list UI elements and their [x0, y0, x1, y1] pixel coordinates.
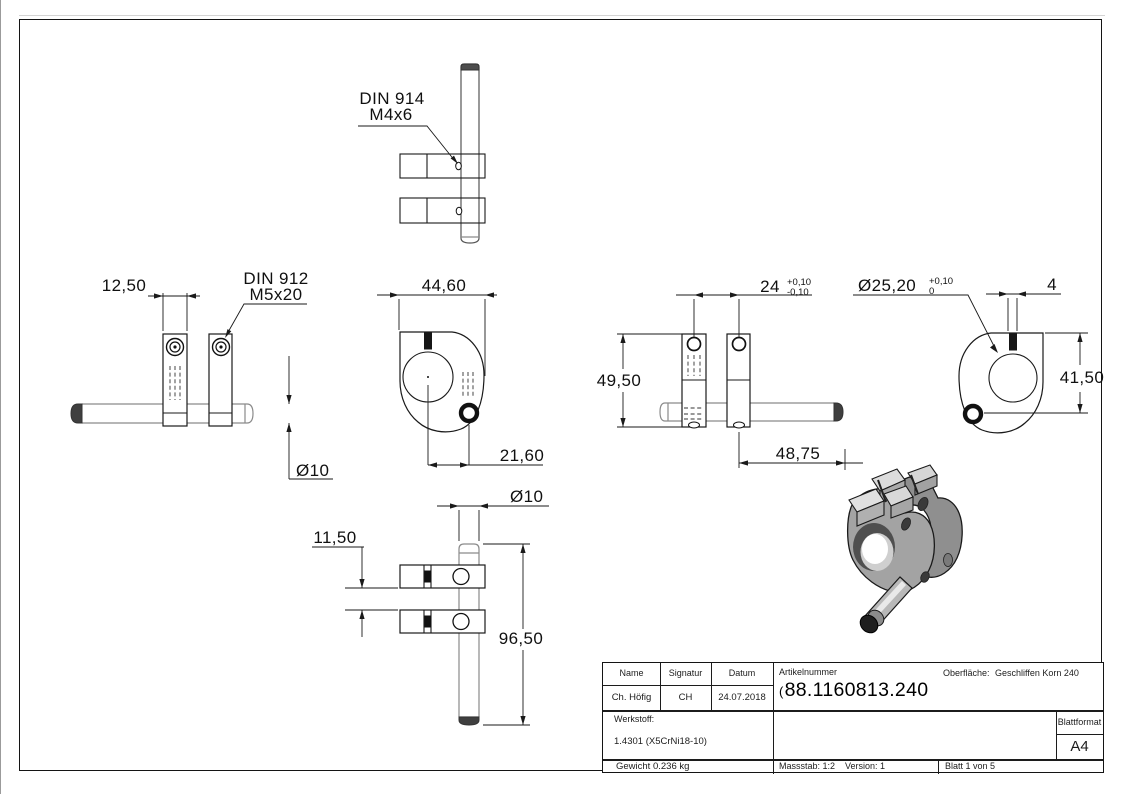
dim-block-spacing: 24 +0,10 -0,10 — [676, 277, 812, 337]
tb-signature-value: CH — [678, 692, 693, 703]
tb-material-value: 1.4301 (X5CrNi18-10) — [614, 736, 707, 747]
dim-bore-dia-text: Ø25,20 — [858, 276, 916, 295]
dim-block-gap-text: 11,50 — [313, 528, 356, 547]
dim-block-spacing-tol-plus: +0,10 — [787, 277, 811, 288]
title-block: Name Signatur Datum Ch. Höfig CH 24.07.2… — [602, 662, 1104, 774]
tb-line — [603, 710, 1103, 712]
tb-surface-value: Geschliffen Korn 240 — [995, 668, 1079, 678]
view-isometric-3d — [846, 464, 963, 634]
dim-profile-height-text: 41,50 — [1060, 368, 1105, 387]
tb-sheet: Blatt 1 von 5 — [945, 761, 996, 771]
dim-slot-width-text: 4 — [1047, 275, 1057, 294]
view-back: 24 +0,10 -0,10 49,50 48,75 — [597, 277, 863, 470]
dim-shaft-dia-bottom-text: Ø10 — [510, 487, 543, 506]
tb-format-value: A4 — [1070, 738, 1089, 755]
tb-article-mark: ( — [779, 684, 784, 699]
dim-shaft-length-text: 96,50 — [499, 629, 544, 648]
tb-signature-label: Signatur — [668, 668, 703, 678]
din912-text: DIN 912 — [243, 269, 308, 288]
label-din914: DIN 914 M4x6 — [358, 89, 458, 164]
dim-shaft-dia-left: Ø10 — [286, 356, 333, 480]
din914-text: DIN 914 — [359, 89, 424, 108]
page-edge — [0, 0, 1, 794]
drawing-frame — [19, 19, 1102, 771]
dim-shaft-dia-bottom: Ø10 — [437, 487, 549, 541]
tb-line — [660, 663, 661, 710]
dim-profile-width: 44,60 — [377, 276, 497, 376]
din912-size-text: M5x20 — [249, 285, 302, 304]
dim-block-width-text: 12,50 — [102, 276, 147, 295]
tb-line — [1056, 734, 1103, 735]
view-bottom: Ø10 11,50 96,50 — [312, 487, 549, 726]
view-top: DIN 914 M4x6 — [358, 63, 486, 244]
label-din912: DIN 912 M5x20 — [225, 269, 308, 338]
dim-bore-tol-plus: +0,10 — [929, 276, 953, 287]
tb-weight: Gewicht 0.236 kg — [616, 761, 690, 772]
dim-shaft-projection: 48,75 — [738, 432, 863, 470]
dim-profile-width-text: 44,60 — [422, 276, 467, 295]
tb-line — [773, 663, 774, 774]
tb-article-label: Artikelnummer — [779, 667, 838, 677]
dim-total-height: 49,50 — [597, 333, 682, 428]
tb-line — [711, 663, 712, 710]
tb-article-number: ( 88.1160813.240 — [779, 679, 928, 702]
tb-date-label: Datum — [728, 668, 756, 678]
tb-line — [938, 759, 939, 774]
tb-material-label: Werkstoff: — [614, 714, 655, 724]
tb-format-label: Blattformat — [1057, 717, 1102, 727]
tb-date-value: 24.07.2018 — [718, 692, 766, 703]
tb-version: Version: 1 — [845, 761, 886, 771]
dim-block-spacing-tol-minus: -0,10 — [787, 287, 809, 298]
tb-line — [603, 685, 773, 686]
dim-shaft-dia-left-text: Ø10 — [296, 461, 329, 480]
view-front-profile: 44,60 21,60 — [377, 276, 544, 468]
dim-block-width: 12,50 — [102, 276, 200, 331]
dim-hole-offset-text: 21,60 — [500, 446, 545, 465]
tb-name-value: Ch. Höfig — [611, 692, 652, 703]
tb-scale: Massstab: 1:2 — [779, 761, 836, 771]
frame-shadow — [19, 15, 1105, 16]
dim-hole-offset: 21,60 — [427, 385, 545, 468]
dim-block-gap: 11,50 — [312, 528, 398, 637]
dim-shaft-length: 96,50 — [483, 543, 544, 726]
tb-article-number-value: 88.1160813.240 — [784, 679, 929, 701]
dim-block-spacing-text: 24 — [760, 277, 780, 296]
dim-slot-width: 4 — [986, 275, 1061, 331]
dim-shaft-projection-text: 48,75 — [776, 444, 821, 463]
view-side-left: 12,50 DIN 912 M5x20 Ø10 — [70, 269, 333, 480]
dim-total-height-text: 49,50 — [597, 371, 642, 390]
view-profile-right: Ø25,20 +0,10 0 4 41,50 — [853, 275, 1105, 434]
dim-bore-dia: Ø25,20 +0,10 0 — [853, 276, 998, 353]
din914-size-text: M4x6 — [369, 105, 412, 124]
tb-line — [603, 759, 1103, 761]
dim-profile-height: 41,50 — [984, 332, 1105, 414]
dim-bore-tol-minus: 0 — [929, 286, 934, 297]
tb-name-label: Name — [619, 668, 644, 678]
tb-surface-label: Oberfläche: — [943, 668, 990, 678]
